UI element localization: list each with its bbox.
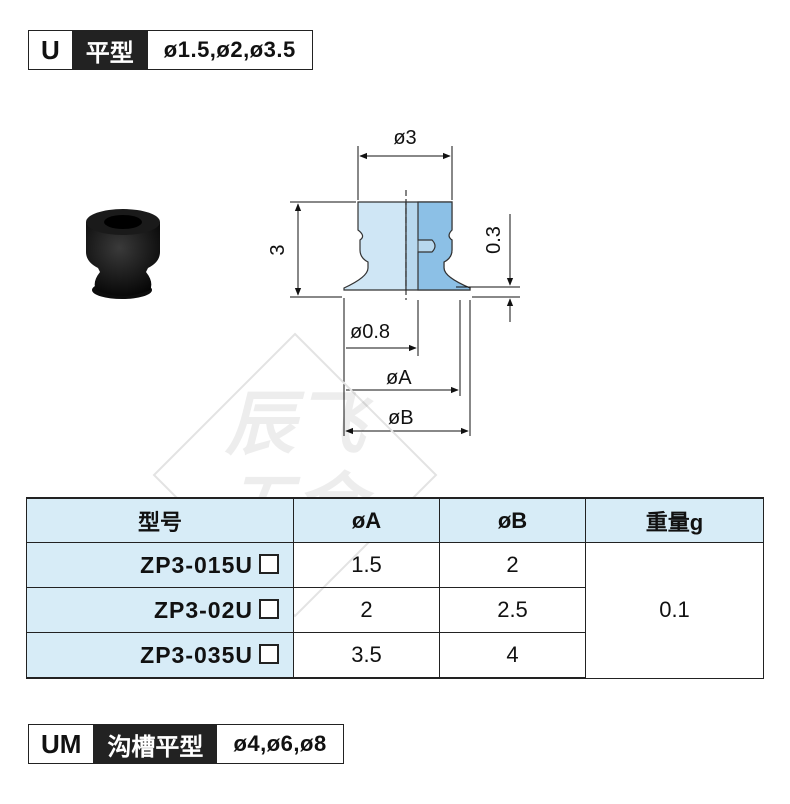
table-row: ZP3-035U 3.5 4 <box>26 632 764 679</box>
dim-lip-label: 0.3 <box>483 226 505 254</box>
series-sizes: ø1.5,ø2,ø3.5 <box>163 37 296 62</box>
header-b: øB <box>439 497 586 543</box>
header-a: øA <box>293 497 440 543</box>
header-model: 型号 <box>26 497 294 543</box>
dim-hole-label: ø0.8 <box>350 321 390 343</box>
dim-height-label: 3 <box>267 244 289 255</box>
suction-cup-photo <box>86 209 160 299</box>
dim-a-label: øA <box>386 367 412 389</box>
dim-b-label: øB <box>388 407 414 429</box>
table-row: ZP3-02U 2 2.5 <box>26 587 764 633</box>
model-cell: ZP3-035U <box>26 632 294 679</box>
technical-diagram: ø3 3 0.3 ø0.8 øA øB <box>86 127 520 436</box>
b-cell: 2 <box>439 542 586 588</box>
cup-body-left <box>343 201 407 291</box>
series-name: 沟槽平型 <box>93 725 218 763</box>
b-cell: 4 <box>439 632 586 679</box>
a-cell: 3.5 <box>293 632 440 679</box>
dim-top-label: ø3 <box>393 127 416 149</box>
header-weight: 重量g <box>585 497 764 543</box>
cup-wall-section <box>417 201 471 291</box>
cup-cross-section <box>343 190 471 300</box>
option-box <box>259 599 279 619</box>
option-box <box>259 554 279 574</box>
section-label-um: UM 沟槽平型 ø4,ø6,ø8 <box>28 724 344 764</box>
table-row: ZP3-015U 1.5 2 0.1 <box>26 542 764 679</box>
a-cell: 2 <box>293 587 440 633</box>
model-cell: ZP3-02U <box>26 587 294 633</box>
model-name: ZP3-015U <box>140 551 253 578</box>
model-name: ZP3-035U <box>140 641 253 668</box>
model-name: ZP3-02U <box>153 596 253 623</box>
table-header-row: 型号 øA øB 重量g <box>26 497 764 543</box>
a-cell: 1.5 <box>293 542 440 588</box>
series-name: 平型 <box>71 31 148 69</box>
model-cell: ZP3-015U <box>26 542 294 588</box>
option-box <box>259 644 279 664</box>
series-code: U <box>29 31 72 69</box>
b-cell: 2.5 <box>439 587 586 633</box>
spec-table: 型号 øA øB 重量g ZP3-015U 1.5 2 0.1 ZP3-02U … <box>26 497 764 679</box>
weight-cell: 0.1 <box>585 542 764 679</box>
series-code: UM <box>29 725 94 763</box>
section-label-u: U 平型 ø1.5,ø2,ø3.5 <box>28 30 313 70</box>
series-sizes: ø4,ø6,ø8 <box>233 731 327 756</box>
dimension-lines <box>290 146 520 436</box>
